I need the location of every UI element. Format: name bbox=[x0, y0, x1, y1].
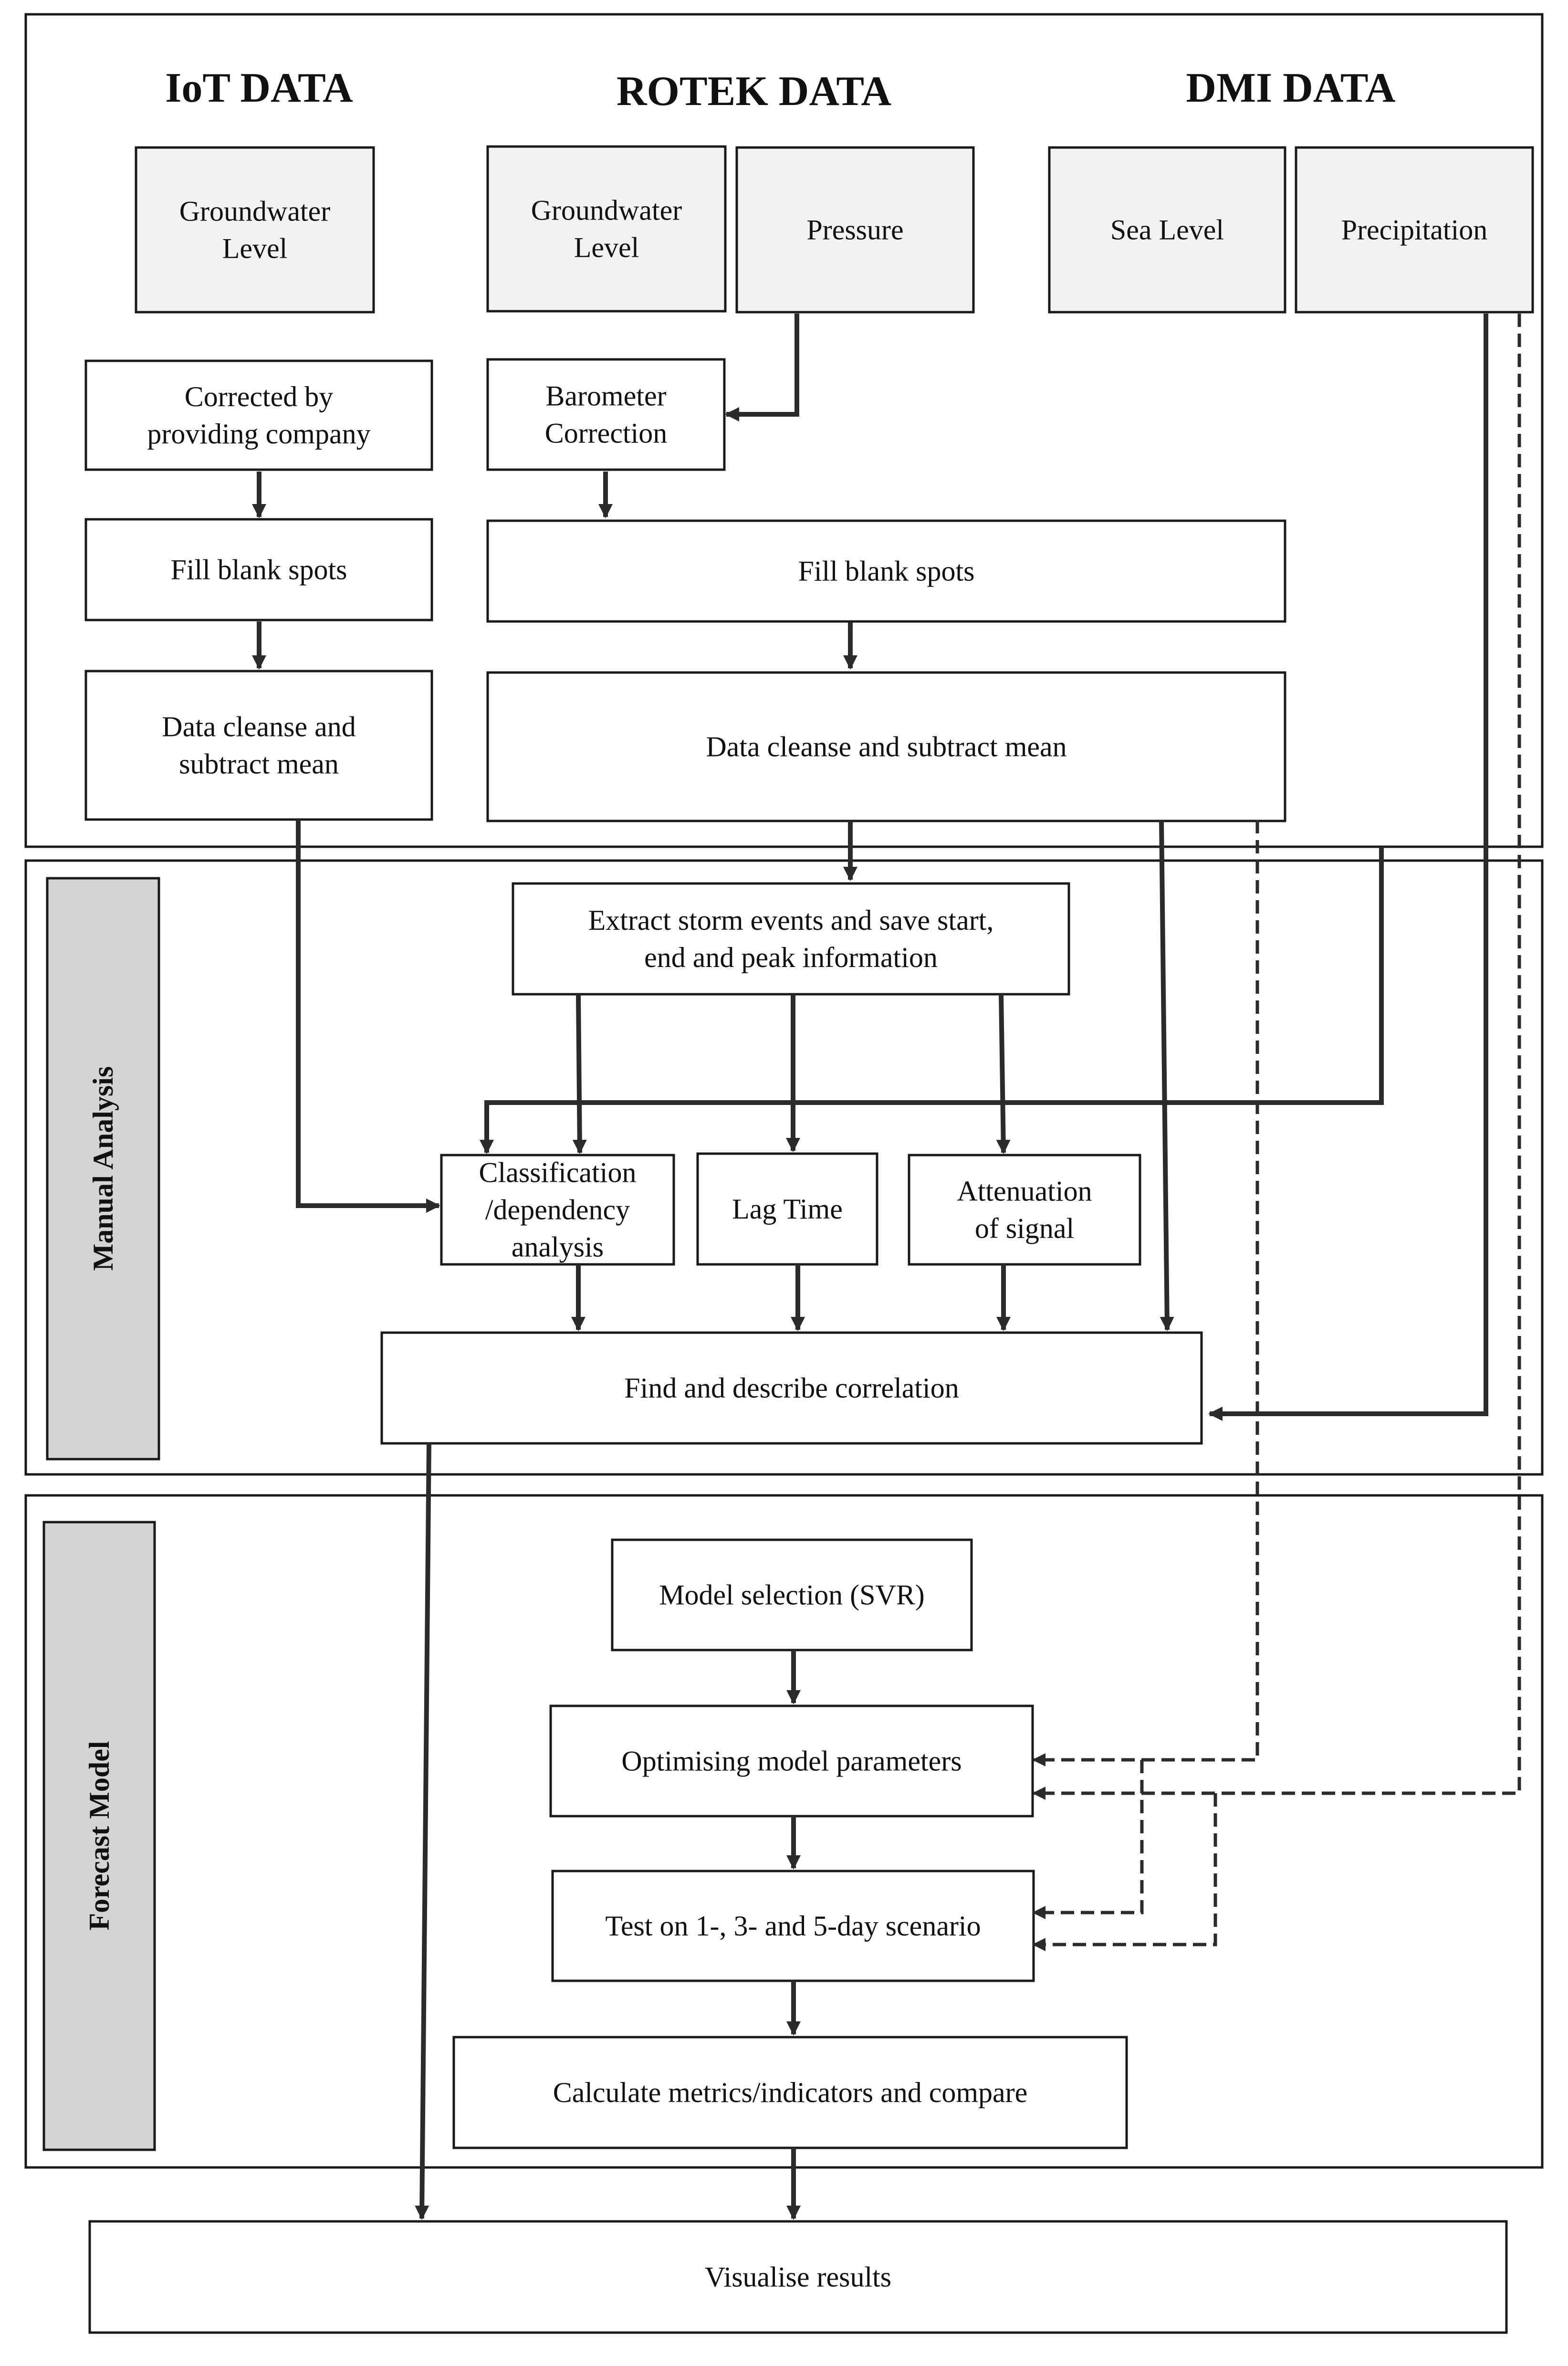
iot-groundwater-box-frame bbox=[135, 146, 375, 314]
metrics-box-text-line: Calculate metrics/indicators and compare bbox=[553, 2077, 1028, 2108]
sea-level-box: Sea Level bbox=[1048, 146, 1286, 314]
barometer-box-text-line: Correction bbox=[545, 418, 668, 449]
corrected-box-text-line: providing company bbox=[147, 418, 370, 450]
extract-box-text-line: Extract storm events and save start, bbox=[588, 904, 994, 936]
pressure-box-text-line: Pressure bbox=[806, 214, 903, 246]
barometer-box-frame bbox=[486, 358, 726, 471]
rotek-cleanse-box-text-line: Data cleanse and subtract mean bbox=[706, 731, 1066, 763]
dashed-sea-level-to-test bbox=[1032, 1760, 1144, 1919]
data-sources-section bbox=[24, 13, 1544, 848]
extract-box-text-line: end and peak information bbox=[644, 942, 938, 973]
dmi-data-header: DMI DATA bbox=[1186, 65, 1395, 111]
rotek-groundwater-box-text-line: Level bbox=[574, 232, 639, 263]
corrected-box: Corrected by providing company bbox=[84, 359, 433, 471]
precipitation-box-frame bbox=[1295, 146, 1534, 314]
attenuation-box-text-line: Attenuation bbox=[957, 1176, 1092, 1207]
arrow-pressure-to-barometer bbox=[725, 314, 799, 421]
manual-analysis-label: Manual Analysis bbox=[87, 1066, 119, 1271]
rotek-data-header: ROTEK DATA bbox=[617, 68, 891, 115]
boxes-group: GroundwaterLevelGroundwaterLevelPressure… bbox=[84, 145, 1534, 2334]
arrow-iot-cleanse-to-classification bbox=[296, 820, 440, 1213]
rotek-fill-box: Fill blank spots bbox=[486, 519, 1286, 623]
visualise-box-frame bbox=[88, 2220, 1508, 2334]
rotek-cleanse-box: Data cleanse and subtract mean bbox=[486, 671, 1286, 822]
rotek-cleanse-box-frame bbox=[486, 671, 1286, 822]
pressure-box: Pressure bbox=[735, 146, 975, 314]
rotek-fill-box-frame bbox=[486, 519, 1286, 623]
iot-cleanse-box: Data cleanse and subtract mean bbox=[84, 670, 433, 821]
correlation-box-frame bbox=[380, 1331, 1203, 1445]
extract-box: Extract storm events and save start, end … bbox=[512, 882, 1070, 996]
test-box-frame bbox=[551, 1870, 1035, 1982]
model-selection-box: Model selection (SVR) bbox=[611, 1538, 973, 1651]
classification-box-text-line: /dependency bbox=[485, 1194, 630, 1226]
rotek-fill-box-text-line: Fill blank spots bbox=[798, 556, 974, 587]
rotek-groundwater-box-frame bbox=[486, 145, 727, 313]
forecast-model-section bbox=[24, 1494, 1544, 2169]
iot-cleanse-box-text-line: subtract mean bbox=[179, 748, 339, 780]
dashed-sea-level-to-optimising bbox=[1032, 820, 1259, 1767]
arrow-extract-to-classification bbox=[572, 994, 587, 1154]
metrics-box-frame bbox=[452, 2036, 1128, 2149]
lag-box-frame bbox=[696, 1152, 878, 1266]
classification-box-frame bbox=[440, 1154, 675, 1266]
barometer-box-text-line: Barometer bbox=[545, 380, 666, 412]
forecast-model-label: Forecast Model bbox=[84, 1741, 115, 1930]
iot-cleanse-box-text-line: Data cleanse and bbox=[162, 711, 355, 743]
classification-box-text-line: analysis bbox=[512, 1231, 604, 1263]
sea-level-box-frame bbox=[1048, 146, 1286, 314]
iot-data-header: IoT DATA bbox=[165, 65, 353, 111]
iot-fill-box: Fill blank spots bbox=[84, 518, 433, 621]
precipitation-box: Precipitation bbox=[1295, 146, 1534, 314]
lag-box: Lag Time bbox=[696, 1152, 878, 1266]
iot-groundwater-box-text-line: Level bbox=[222, 233, 288, 264]
rotek-groundwater-box-text-line: Groundwater bbox=[531, 195, 682, 226]
dashed-precipitation-to-test bbox=[1032, 1793, 1217, 1951]
lag-box-text-line: Lag Time bbox=[732, 1193, 843, 1225]
precipitation-box-text-line: Precipitation bbox=[1341, 214, 1488, 246]
extract-box-frame bbox=[512, 882, 1070, 996]
iot-fill-box-text-line: Fill blank spots bbox=[170, 554, 347, 586]
sea-level-box-text-line: Sea Level bbox=[1110, 214, 1224, 246]
dashed-arrows bbox=[1032, 314, 1521, 1951]
model-selection-box-frame bbox=[611, 1538, 973, 1651]
attenuation-box: Attenuation of signal bbox=[908, 1154, 1141, 1266]
corrected-box-text-line: Corrected by bbox=[185, 381, 334, 412]
metrics-box: Calculate metrics/indicators and compare bbox=[452, 2036, 1128, 2149]
test-box-text-line: Test on 1-, 3- and 5-day scenario bbox=[605, 1910, 981, 1942]
correlation-box: Find and describe correlation bbox=[380, 1331, 1203, 1445]
visualise-box: Visualise results bbox=[88, 2220, 1508, 2334]
arrow-extract-to-attenuation bbox=[996, 994, 1011, 1154]
arrow-precipitation-to-correlation bbox=[1208, 314, 1488, 1421]
optimising-box-text-line: Optimising model parameters bbox=[621, 1746, 962, 1777]
forecast-model-panel bbox=[42, 1521, 156, 2151]
arrow-correlation-to-visualise bbox=[415, 1443, 431, 2220]
classification-box-text-line: Classification bbox=[479, 1157, 637, 1188]
manual-analysis-section bbox=[24, 859, 1544, 1476]
correlation-box-text-line: Find and describe correlation bbox=[624, 1372, 959, 1404]
iot-fill-box-frame bbox=[84, 518, 433, 621]
test-box: Test on 1-, 3- and 5-day scenario bbox=[551, 1870, 1035, 1982]
visualise-box-text-line: Visualise results bbox=[705, 2261, 891, 2293]
solid-arrows bbox=[252, 314, 1488, 2220]
iot-cleanse-box-frame bbox=[84, 670, 433, 821]
manual-analysis-panel bbox=[46, 877, 160, 1461]
dashed-precipitation-to-optimising bbox=[1032, 314, 1521, 1800]
arrow-sea-level-to-classification bbox=[480, 847, 1384, 1154]
pressure-box-frame bbox=[735, 146, 975, 314]
attenuation-box-frame bbox=[908, 1154, 1141, 1266]
corrected-box-frame bbox=[84, 359, 433, 471]
arrow-rotek-cleanse-to-correlation bbox=[1159, 820, 1174, 1331]
classification-box: Classification/dependency analysis bbox=[440, 1154, 675, 1266]
iot-groundwater-box-text-line: Groundwater bbox=[179, 196, 331, 227]
attenuation-box-text-line: of signal bbox=[975, 1213, 1074, 1244]
optimising-box: Optimising model parameters bbox=[549, 1704, 1034, 1818]
model-selection-box-text-line: Model selection (SVR) bbox=[659, 1579, 925, 1611]
